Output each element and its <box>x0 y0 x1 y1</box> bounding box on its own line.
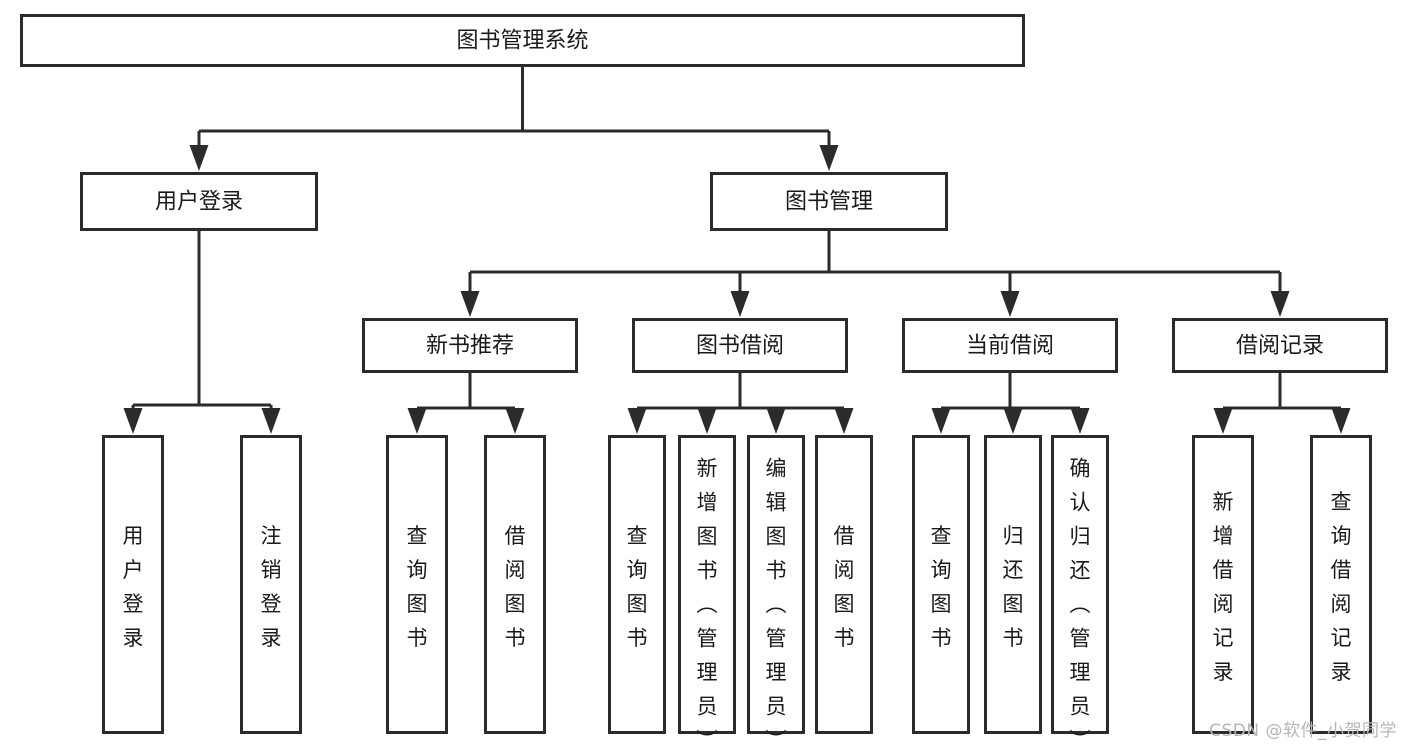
node-box <box>747 435 805 734</box>
edge-group-l3_book_borrow <box>627 373 854 434</box>
node-l4-query-book-c[interactable]: 查询图书 <box>912 435 970 734</box>
node-l4-add-borrow-record[interactable]: 新增借阅记录 <box>1192 435 1254 734</box>
node-label: 借阅图书 <box>834 524 855 650</box>
edge-group-l2_book_manage <box>460 231 1290 317</box>
node-label: 确认归还︵管理员︶ <box>1070 457 1091 747</box>
node-label: 查询借阅记录 <box>1331 490 1352 684</box>
node-label: 注销登录 <box>261 524 282 650</box>
node-label: 借阅记录 <box>1236 334 1324 359</box>
node-root[interactable]: 图书管理系统 <box>20 14 1025 67</box>
node-l4-user-login[interactable]: 用户登录 <box>102 435 164 734</box>
edge-group-l3_new_book_rec <box>407 373 525 434</box>
node-label: 新增借阅记录 <box>1213 490 1234 684</box>
node-box <box>902 318 1118 373</box>
node-l2-book-manage[interactable]: 图书管理 <box>710 172 948 231</box>
node-l4-add-book-admin[interactable]: 新增图书︵管理员︶ <box>678 435 736 747</box>
node-label: 图书管理 <box>785 190 873 215</box>
node-box <box>912 435 970 734</box>
edge-group-l3_borrow_record <box>1213 373 1351 434</box>
node-label: 查询图书 <box>407 524 428 650</box>
node-label: 借阅图书 <box>505 524 526 650</box>
node-box <box>815 435 873 734</box>
node-l4-query-borrow-record[interactable]: 查询借阅记录 <box>1310 435 1372 734</box>
node-box <box>386 435 448 734</box>
node-label: 用户登录 <box>155 190 243 215</box>
node-l4-query-book-a[interactable]: 查询图书 <box>386 435 448 734</box>
node-label: 图书借阅 <box>696 334 784 359</box>
node-label: 查询图书 <box>931 524 952 650</box>
node-box <box>608 435 666 734</box>
node-label: 新书推荐 <box>426 334 514 359</box>
node-l4-logout-login[interactable]: 注销登录 <box>240 435 302 734</box>
node-box <box>1172 318 1388 373</box>
node-box <box>1051 435 1109 734</box>
node-label: 图书管理系统 <box>456 29 588 54</box>
node-label: 用户登录 <box>123 524 144 650</box>
node-l4-return-book[interactable]: 归还图书 <box>984 435 1042 734</box>
node-l4-borrow-book-a[interactable]: 借阅图书 <box>484 435 546 734</box>
node-l3-book-borrow[interactable]: 图书借阅 <box>632 318 848 373</box>
node-box <box>102 435 164 734</box>
node-box <box>362 318 578 373</box>
node-l3-current-borrow[interactable]: 当前借阅 <box>902 318 1118 373</box>
node-l4-query-book-b[interactable]: 查询图书 <box>608 435 666 734</box>
node-box <box>678 435 736 734</box>
node-label: 查询图书 <box>627 524 648 650</box>
node-l4-borrow-book-b[interactable]: 借阅图书 <box>815 435 873 734</box>
node-box <box>710 172 948 231</box>
node-box <box>984 435 1042 734</box>
edge-group-l2_user_login <box>123 231 281 434</box>
node-l3-new-book-rec[interactable]: 新书推荐 <box>362 318 578 373</box>
node-box <box>1310 435 1372 734</box>
edge-group-root <box>189 67 839 171</box>
node-label: 归还图书 <box>1003 524 1024 650</box>
node-box <box>1192 435 1254 734</box>
node-label: 新增图书︵管理员︶ <box>697 457 718 747</box>
node-box <box>20 14 1025 67</box>
node-box <box>484 435 546 734</box>
edges-layer <box>123 67 1351 434</box>
node-label: 编辑图书︵管理员︶ <box>766 457 787 747</box>
node-l4-confirm-return-admin[interactable]: 确认归还︵管理员︶ <box>1051 435 1109 747</box>
node-l3-borrow-record[interactable]: 借阅记录 <box>1172 318 1388 373</box>
node-l4-edit-book-admin[interactable]: 编辑图书︵管理员︶ <box>747 435 805 747</box>
nodes-layer: 图书管理系统用户登录图书管理新书推荐图书借阅当前借阅借阅记录用户登录注销登录查询… <box>20 14 1388 747</box>
edge-group-l3_current_borrow <box>931 373 1090 434</box>
node-box <box>80 172 318 231</box>
node-box <box>632 318 848 373</box>
node-l2-user-login[interactable]: 用户登录 <box>80 172 318 231</box>
node-label: 当前借阅 <box>966 334 1054 359</box>
node-box <box>240 435 302 734</box>
